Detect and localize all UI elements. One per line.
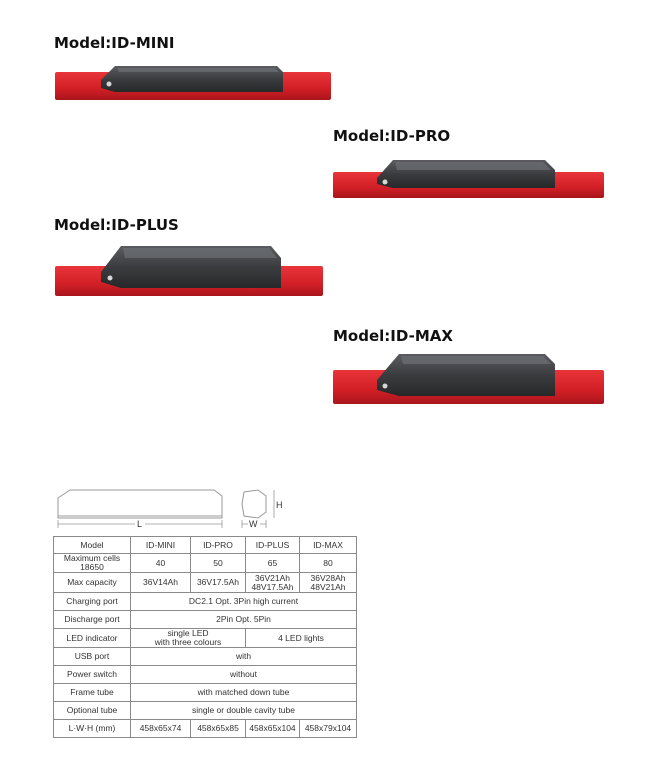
table-cell: 36V14Ah (130, 572, 191, 593)
table-header-cell: ID-MINI (130, 536, 191, 554)
table-row: Optional tube single or double cavity tu… (53, 701, 357, 720)
row-label: LED indicator (53, 628, 131, 648)
battery-image-mini (55, 62, 335, 104)
dimension-diagram: L W H (52, 488, 292, 541)
table-row: Max capacity 36V14Ah 36V17.5Ah 36V21Ah 4… (53, 572, 357, 593)
width-label: W (249, 519, 258, 529)
spec-table: Model ID-MINI ID-PRO ID-PLUS ID-MAX Maxi… (53, 536, 357, 738)
table-row: USB port with (53, 647, 357, 666)
table-cell: 36V21Ah 48V17.5Ah (245, 572, 300, 593)
table-cell: 65 (245, 553, 300, 573)
row-label: Power switch (53, 665, 131, 684)
model-title-pro: Model:ID-PRO (333, 127, 451, 145)
table-cell: 458x79x104 (299, 719, 357, 738)
table-header-cell: ID-MAX (299, 536, 357, 554)
model-title-mini: Model:ID-MINI (54, 34, 175, 52)
row-label: Charging port (53, 592, 131, 611)
battery-image-plus (55, 238, 327, 300)
table-row: Discharge port 2Pin Opt. 5Pin (53, 610, 357, 629)
table-cell: 458x65x104 (245, 719, 300, 738)
table-cell: 36V28Ah 48V21Ah (299, 572, 357, 593)
table-cell: 36V17.5Ah (190, 572, 246, 593)
row-label: L·W·H (mm) (53, 719, 131, 738)
table-row: LED indicator single LED with three colo… (53, 628, 357, 648)
table-cell: 4 LED lights (245, 628, 357, 648)
row-label: Max capacity (53, 572, 131, 593)
table-row: Maximum cells 18650 40 50 65 80 (53, 553, 357, 573)
table-row: Frame tube with matched down tube (53, 683, 357, 702)
height-label: H (276, 500, 283, 510)
table-cell: 40 (130, 553, 191, 573)
row-label: Maximum cells 18650 (53, 553, 131, 573)
row-label: Frame tube (53, 683, 131, 702)
length-label: L (137, 519, 143, 529)
row-label: USB port (53, 647, 131, 666)
table-cell: single or double cavity tube (130, 701, 357, 720)
table-row: Power switch without (53, 665, 357, 684)
table-cell: 458x65x85 (190, 719, 246, 738)
table-row: L·W·H (mm) 458x65x74 458x65x85 458x65x10… (53, 719, 357, 738)
table-header-row: Model ID-MINI ID-PRO ID-PLUS ID-MAX (53, 536, 357, 554)
table-cell: 50 (190, 553, 246, 573)
table-header-cell: ID-PRO (190, 536, 246, 554)
battery-image-pro (333, 152, 608, 202)
table-header-cell: ID-PLUS (245, 536, 300, 554)
table-cell: 80 (299, 553, 357, 573)
model-title-plus: Model:ID-PLUS (54, 216, 179, 234)
table-cell: single LED with three colours (130, 628, 246, 648)
table-header-cell: Model (53, 536, 131, 554)
model-title-max: Model:ID-MAX (333, 327, 453, 345)
table-row: Charging port DC2.1 Opt. 3Pin high curre… (53, 592, 357, 611)
table-cell: 458x65x74 (130, 719, 191, 738)
row-label: Optional tube (53, 701, 131, 720)
row-label: Discharge port (53, 610, 131, 629)
table-cell: with matched down tube (130, 683, 357, 702)
table-cell: 2Pin Opt. 5Pin (130, 610, 357, 629)
table-cell: DC2.1 Opt. 3Pin high current (130, 592, 357, 611)
table-cell: with (130, 647, 357, 666)
table-cell: without (130, 665, 357, 684)
battery-image-max (333, 350, 608, 408)
